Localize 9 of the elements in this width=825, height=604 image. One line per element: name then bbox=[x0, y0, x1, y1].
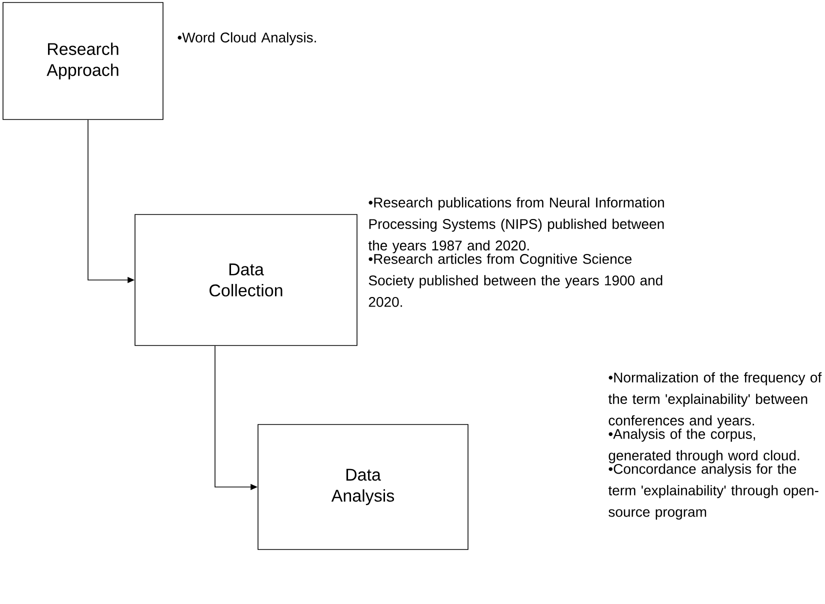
bullet-text: •Concordance analysis for the term 'explainability' through open-source program bbox=[608, 464, 818, 520]
bullet-text: •Research publications from Neural Information Processing Systems (NIPS) published between the years 1987 and 2020. bbox=[368, 197, 664, 254]
bullet-text: •Word Cloud Analysis. bbox=[178, 32, 316, 46]
process-box: Research Approach bbox=[2, 2, 164, 120]
process-box: Data Analysis bbox=[258, 424, 468, 550]
bullet-text: •Normalization of the frequency of the term 'explainability' between conferences and years. bbox=[608, 372, 822, 428]
bullet-text: •Analysis of the corpus, generated through word cloud. bbox=[608, 428, 800, 464]
process-box: Data Collection bbox=[134, 214, 358, 346]
bullet-text: •Research articles from Cognitive Science Society published between the years 1900 and 2020. bbox=[368, 254, 662, 307]
